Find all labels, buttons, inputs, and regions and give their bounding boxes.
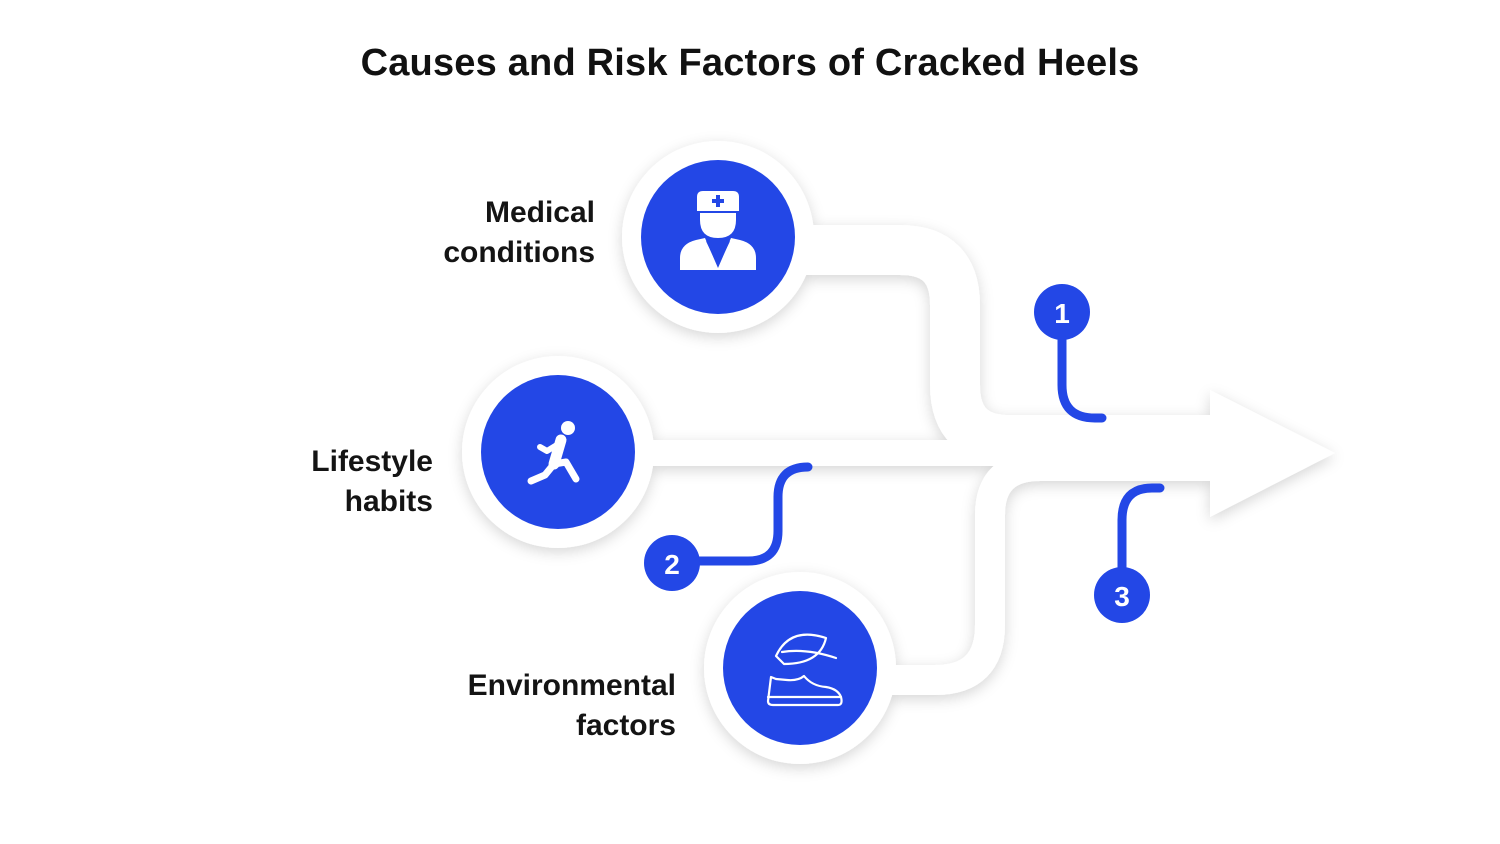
badge-3-number: 3 bbox=[1114, 581, 1130, 612]
leaf-and-shoe-icon bbox=[766, 633, 843, 707]
badge-3: 3 bbox=[1094, 567, 1150, 623]
label-lifestyle-line1: Lifestyle bbox=[311, 445, 433, 478]
badge-1-number: 1 bbox=[1054, 298, 1070, 329]
connector-group bbox=[667, 313, 1165, 595]
main-arrow-head bbox=[1210, 390, 1335, 517]
label-lifestyle-line2: habits bbox=[344, 485, 433, 518]
doctor-icon bbox=[680, 191, 756, 270]
connector-3 bbox=[1117, 483, 1165, 595]
label-lifestyle-habits: Lifestyle habits bbox=[311, 442, 433, 522]
label-medical-line1: Medical bbox=[484, 196, 595, 229]
track-medical bbox=[780, 225, 1230, 465]
label-environmental-line1: Environmental bbox=[467, 669, 676, 702]
main-arrow-shaft bbox=[560, 440, 1240, 466]
diagram-title: Causes and Risk Factors of Cracked Heels bbox=[360, 42, 1140, 84]
connector-2 bbox=[667, 462, 813, 566]
track-environmental bbox=[860, 451, 1230, 695]
label-medical-line2: conditions bbox=[443, 236, 595, 269]
environmental-icon-disc bbox=[723, 591, 877, 745]
badge-2-number: 2 bbox=[664, 549, 680, 580]
running-person-icon bbox=[527, 421, 580, 485]
badge-2: 2 bbox=[644, 535, 700, 591]
connector-1 bbox=[1057, 313, 1107, 423]
label-environmental-factors: Environmental factors bbox=[468, 666, 676, 746]
badge-1: 1 bbox=[1034, 284, 1090, 340]
label-environmental-line2: factors bbox=[575, 709, 676, 742]
label-medical-conditions: Medical conditions bbox=[443, 193, 595, 273]
